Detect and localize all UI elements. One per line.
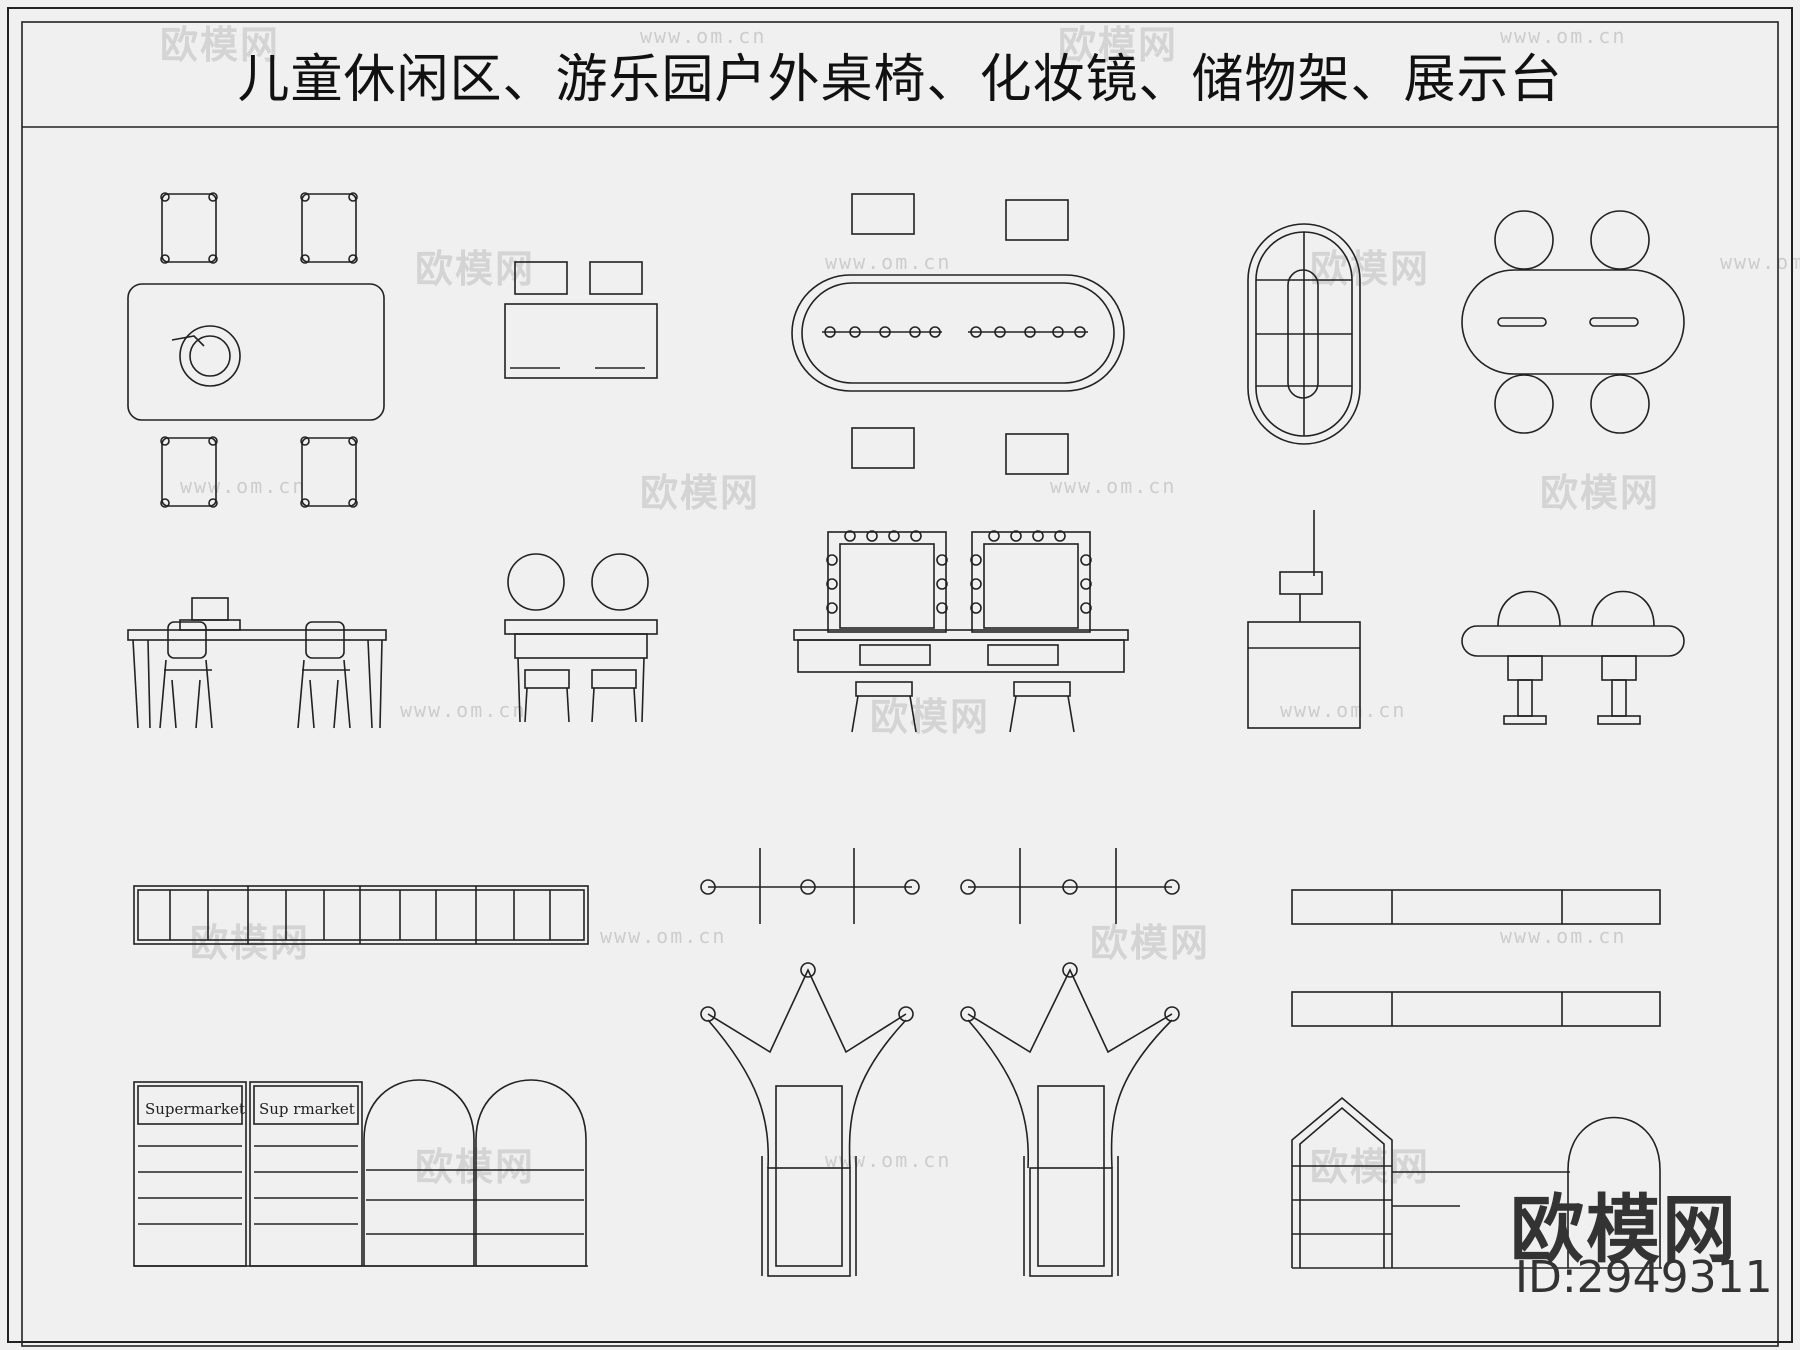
round-stools-table-plan bbox=[1461, 210, 1685, 434]
oval-table-plan bbox=[791, 193, 1125, 475]
table-chairs-elevation bbox=[127, 597, 387, 729]
long-cabinet-plan bbox=[133, 885, 589, 945]
crown-mirror-elevation bbox=[700, 962, 1180, 1277]
table-with-chairs-plan bbox=[127, 192, 385, 508]
brand-logo: 欧模网 bbox=[1510, 1187, 1738, 1273]
shelf-sign-left: Supermarket bbox=[145, 1100, 245, 1118]
display-platform-plan bbox=[1291, 889, 1661, 1027]
round-back-chairs-elevation bbox=[1461, 590, 1685, 725]
supermarket-shelves-elevation bbox=[133, 1079, 588, 1267]
drawing-frame bbox=[21, 21, 1779, 1347]
makeup-vanity-elevation bbox=[793, 530, 1129, 733]
model-id: ID:2949311 bbox=[1515, 1252, 1773, 1303]
desk-two-seats-plan bbox=[504, 261, 658, 379]
mirror-desk-elevation bbox=[504, 553, 658, 723]
drawing-title: 儿童休闲区、游乐园户外桌椅、化妆镜、储物架、展示台 bbox=[237, 49, 1563, 110]
display-podium-elevation bbox=[1247, 510, 1361, 729]
shelf-sign-right: Sup rmarket bbox=[259, 1100, 355, 1118]
house-shelf-elevation bbox=[1291, 1096, 1662, 1269]
capsule-shelf-plan bbox=[1247, 223, 1361, 445]
crown-mirror-plan bbox=[700, 848, 1180, 924]
outer-border bbox=[7, 7, 1793, 1343]
